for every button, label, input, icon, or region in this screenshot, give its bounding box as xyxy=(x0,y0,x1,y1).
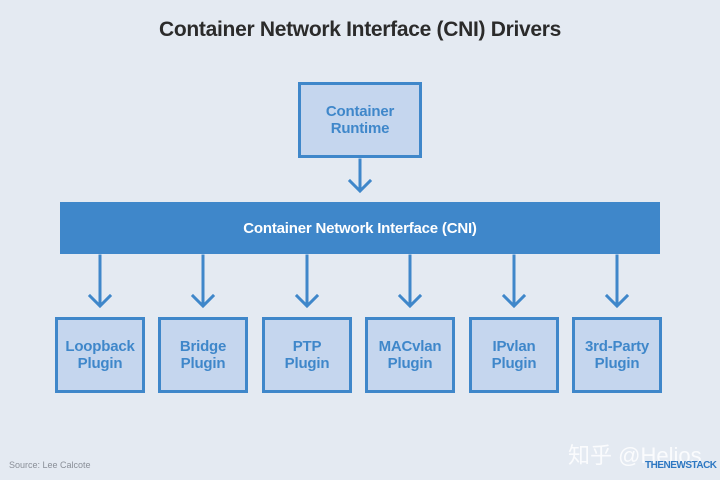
plugin-label-line2: Plugin xyxy=(180,355,226,372)
third-party-plugin-box: 3rd-Party Plugin xyxy=(572,317,662,393)
arrow-cni-to-ptp xyxy=(294,254,320,309)
source-credit: Source: Lee Calcote xyxy=(9,460,91,470)
loopback-plugin-box: Loopback Plugin xyxy=(55,317,145,393)
plugin-label-line1: IPvlan xyxy=(492,338,536,355)
bridge-plugin-box: Bridge Plugin xyxy=(158,317,248,393)
arrow-cni-to-third-party xyxy=(604,254,630,309)
watermark: 知乎 @Helios xyxy=(568,443,702,468)
cni-bar: Container Network Interface (CNI) xyxy=(60,202,660,254)
container-runtime-box: Container Runtime xyxy=(298,82,422,158)
container-runtime-label-line2: Runtime xyxy=(330,120,390,137)
plugin-label-line1: Bridge xyxy=(179,338,227,355)
arrow-cni-to-loopback xyxy=(87,254,113,309)
plugin-label-line2: Plugin xyxy=(387,355,433,372)
container-runtime-label-line1: Container xyxy=(325,103,395,120)
macvlan-plugin-box: MACvlan Plugin xyxy=(365,317,455,393)
ptp-plugin-box: PTP Plugin xyxy=(262,317,352,393)
diagram-title: Container Network Interface (CNI) Driver… xyxy=(159,18,561,41)
plugin-label-line1: MACvlan xyxy=(378,338,442,355)
plugin-label-line2: Plugin xyxy=(594,355,640,372)
plugin-label-line2: Plugin xyxy=(491,355,537,372)
cni-bar-label: Container Network Interface (CNI) xyxy=(243,219,477,237)
arrow-runtime-to-cni xyxy=(347,158,373,194)
plugin-label-line2: Plugin xyxy=(284,355,330,372)
plugin-label-line1: Loopback xyxy=(65,338,135,355)
arrow-cni-to-bridge xyxy=(190,254,216,309)
plugin-label-line1: 3rd-Party xyxy=(584,338,650,355)
arrow-cni-to-macvlan xyxy=(397,254,423,309)
plugin-label-line2: Plugin xyxy=(77,355,123,372)
brand-logo: THENEWSTACK xyxy=(645,460,717,471)
arrow-cni-to-ipvlan xyxy=(501,254,527,309)
ipvlan-plugin-box: IPvlan Plugin xyxy=(469,317,559,393)
plugin-label-line1: PTP xyxy=(292,338,322,355)
